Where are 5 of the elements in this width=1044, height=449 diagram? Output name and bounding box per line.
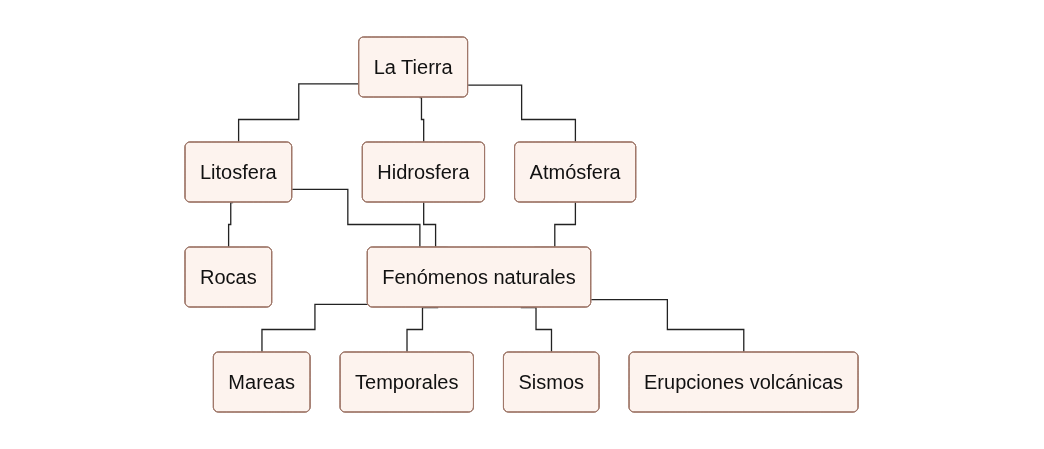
connector: [467, 84, 577, 144]
connector: [419, 96, 426, 144]
connector: [591, 299, 746, 354]
connector: [238, 83, 361, 144]
connector: [261, 303, 370, 354]
